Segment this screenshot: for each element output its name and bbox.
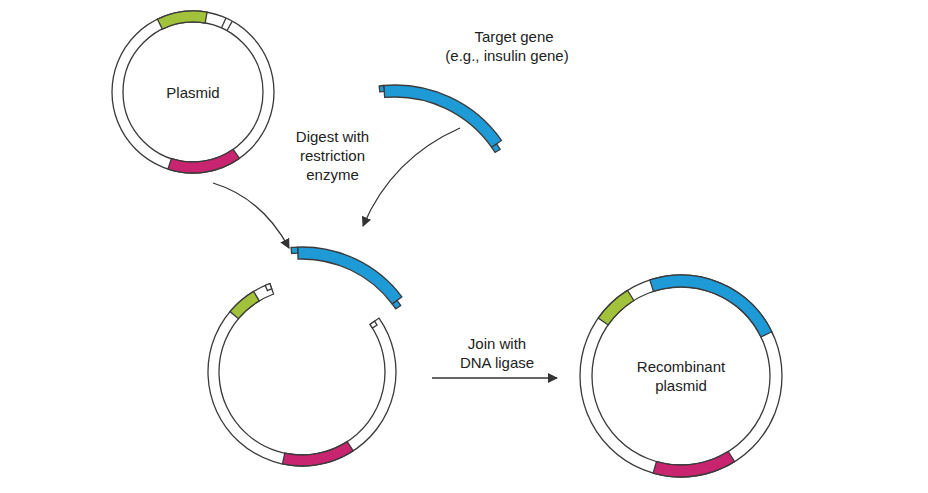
sticky-end bbox=[265, 284, 271, 291]
origin-region bbox=[653, 451, 734, 477]
gene-caption: Target gene (e.g., insulin gene) bbox=[443, 27, 571, 65]
cut-plasmid bbox=[208, 284, 396, 466]
sticky-end bbox=[392, 300, 400, 308]
inserted-gene bbox=[650, 275, 772, 337]
marker-gene bbox=[598, 290, 634, 325]
target-gene-fragment bbox=[379, 85, 501, 152]
plasmid-ring bbox=[580, 275, 782, 477]
origin-region bbox=[168, 149, 239, 173]
sticky-end bbox=[370, 321, 377, 328]
marker-gene bbox=[157, 11, 207, 29]
plasmid-backbone bbox=[112, 11, 274, 173]
plasmid-backbone bbox=[208, 284, 396, 466]
step-label: Digest with restriction enzyme bbox=[290, 127, 375, 184]
marker-gene bbox=[230, 291, 259, 318]
node-label: Recombinant plasmid bbox=[626, 357, 736, 395]
gene-segment bbox=[384, 85, 502, 147]
plasmid-circle: Recombinant plasmid bbox=[580, 275, 782, 477]
process-arrow bbox=[213, 183, 289, 248]
restriction-site bbox=[227, 21, 232, 31]
plasmid-backbone bbox=[580, 275, 782, 477]
inserted-gene-fragment bbox=[291, 247, 402, 309]
node-label: Plasmid bbox=[133, 83, 253, 102]
origin-region bbox=[282, 442, 353, 466]
gene-segment bbox=[298, 247, 402, 304]
sticky-end bbox=[379, 85, 384, 91]
process-arrow bbox=[432, 377, 557, 378]
restriction-site bbox=[221, 18, 225, 28]
plasmid-circle: Plasmid bbox=[112, 11, 274, 173]
sticky-end bbox=[492, 144, 500, 153]
process-arrow bbox=[363, 128, 460, 226]
sticky-end bbox=[291, 247, 298, 253]
step-label: Join with DNA ligase bbox=[457, 334, 537, 372]
